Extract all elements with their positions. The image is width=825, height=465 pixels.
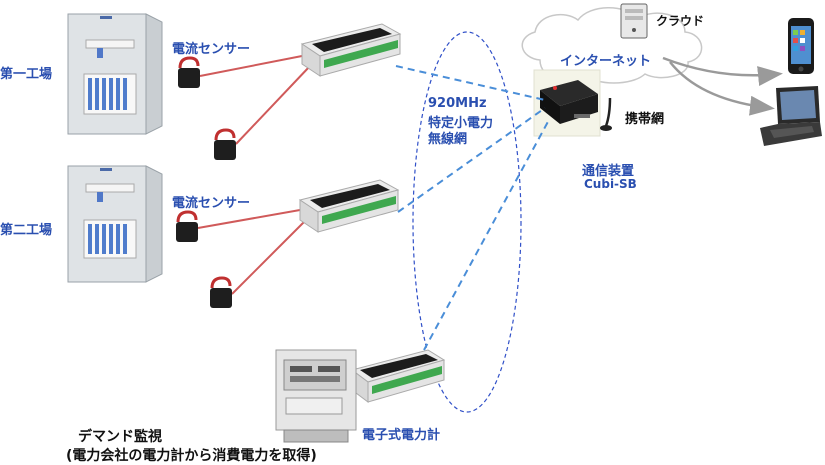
current-sensor-clamp-icon (176, 210, 198, 242)
sensor-wire (231, 219, 307, 295)
factory2-label: 第二工場 (0, 223, 53, 238)
radio-network-label-line1: 920MHz (428, 96, 487, 111)
current-sensor-clamp-icon (178, 56, 200, 88)
footer-subtitle: (電力会社の電力計から消費電力を取得) (66, 448, 317, 464)
meter-label: 電子式電力計 (362, 428, 441, 443)
radio-network-label-line2: 特定小電力 (428, 116, 494, 131)
sensor2-label: 電流センサー (172, 196, 251, 211)
arrow-to-laptop (669, 61, 775, 116)
wireless-logger-icon (350, 349, 446, 403)
factory1-label: 第一工場 (0, 67, 53, 82)
electrical-panel-icon (67, 165, 163, 283)
internet-label: インターネット (560, 54, 652, 69)
radio-link (395, 65, 546, 101)
sensor-wire (197, 209, 301, 229)
arrow-to-phone (662, 56, 783, 87)
footer-title: デマンド監視 (78, 429, 162, 445)
wireless-logger-icon (300, 23, 402, 77)
laptop-icon (760, 86, 822, 146)
sensor-wire (235, 65, 311, 145)
mobile-network-label: 携帯網 (625, 112, 665, 127)
server-icon (620, 3, 648, 39)
sensor1-label: 電流センサー (172, 42, 251, 57)
current-sensor-clamp-icon (210, 276, 232, 308)
radio-link (397, 107, 546, 213)
radio-network-ellipse (412, 31, 522, 413)
gateway-label-line2: Cubi-SB (584, 177, 637, 191)
current-sensor-clamp-icon (214, 128, 236, 160)
power-meter-icon (275, 349, 357, 443)
radio-network-label-line3: 無線網 (428, 132, 468, 147)
gateway-device-icon (533, 69, 601, 137)
wireless-logger-icon (298, 179, 400, 233)
sensor-wire (199, 55, 303, 77)
antenna-icon (600, 97, 612, 131)
smartphone-icon (788, 18, 814, 74)
gateway-label-line1: 通信装置 (582, 164, 635, 179)
cloud-label: クラウド (656, 14, 705, 28)
electrical-panel-icon (67, 13, 163, 135)
radio-link (423, 117, 551, 351)
